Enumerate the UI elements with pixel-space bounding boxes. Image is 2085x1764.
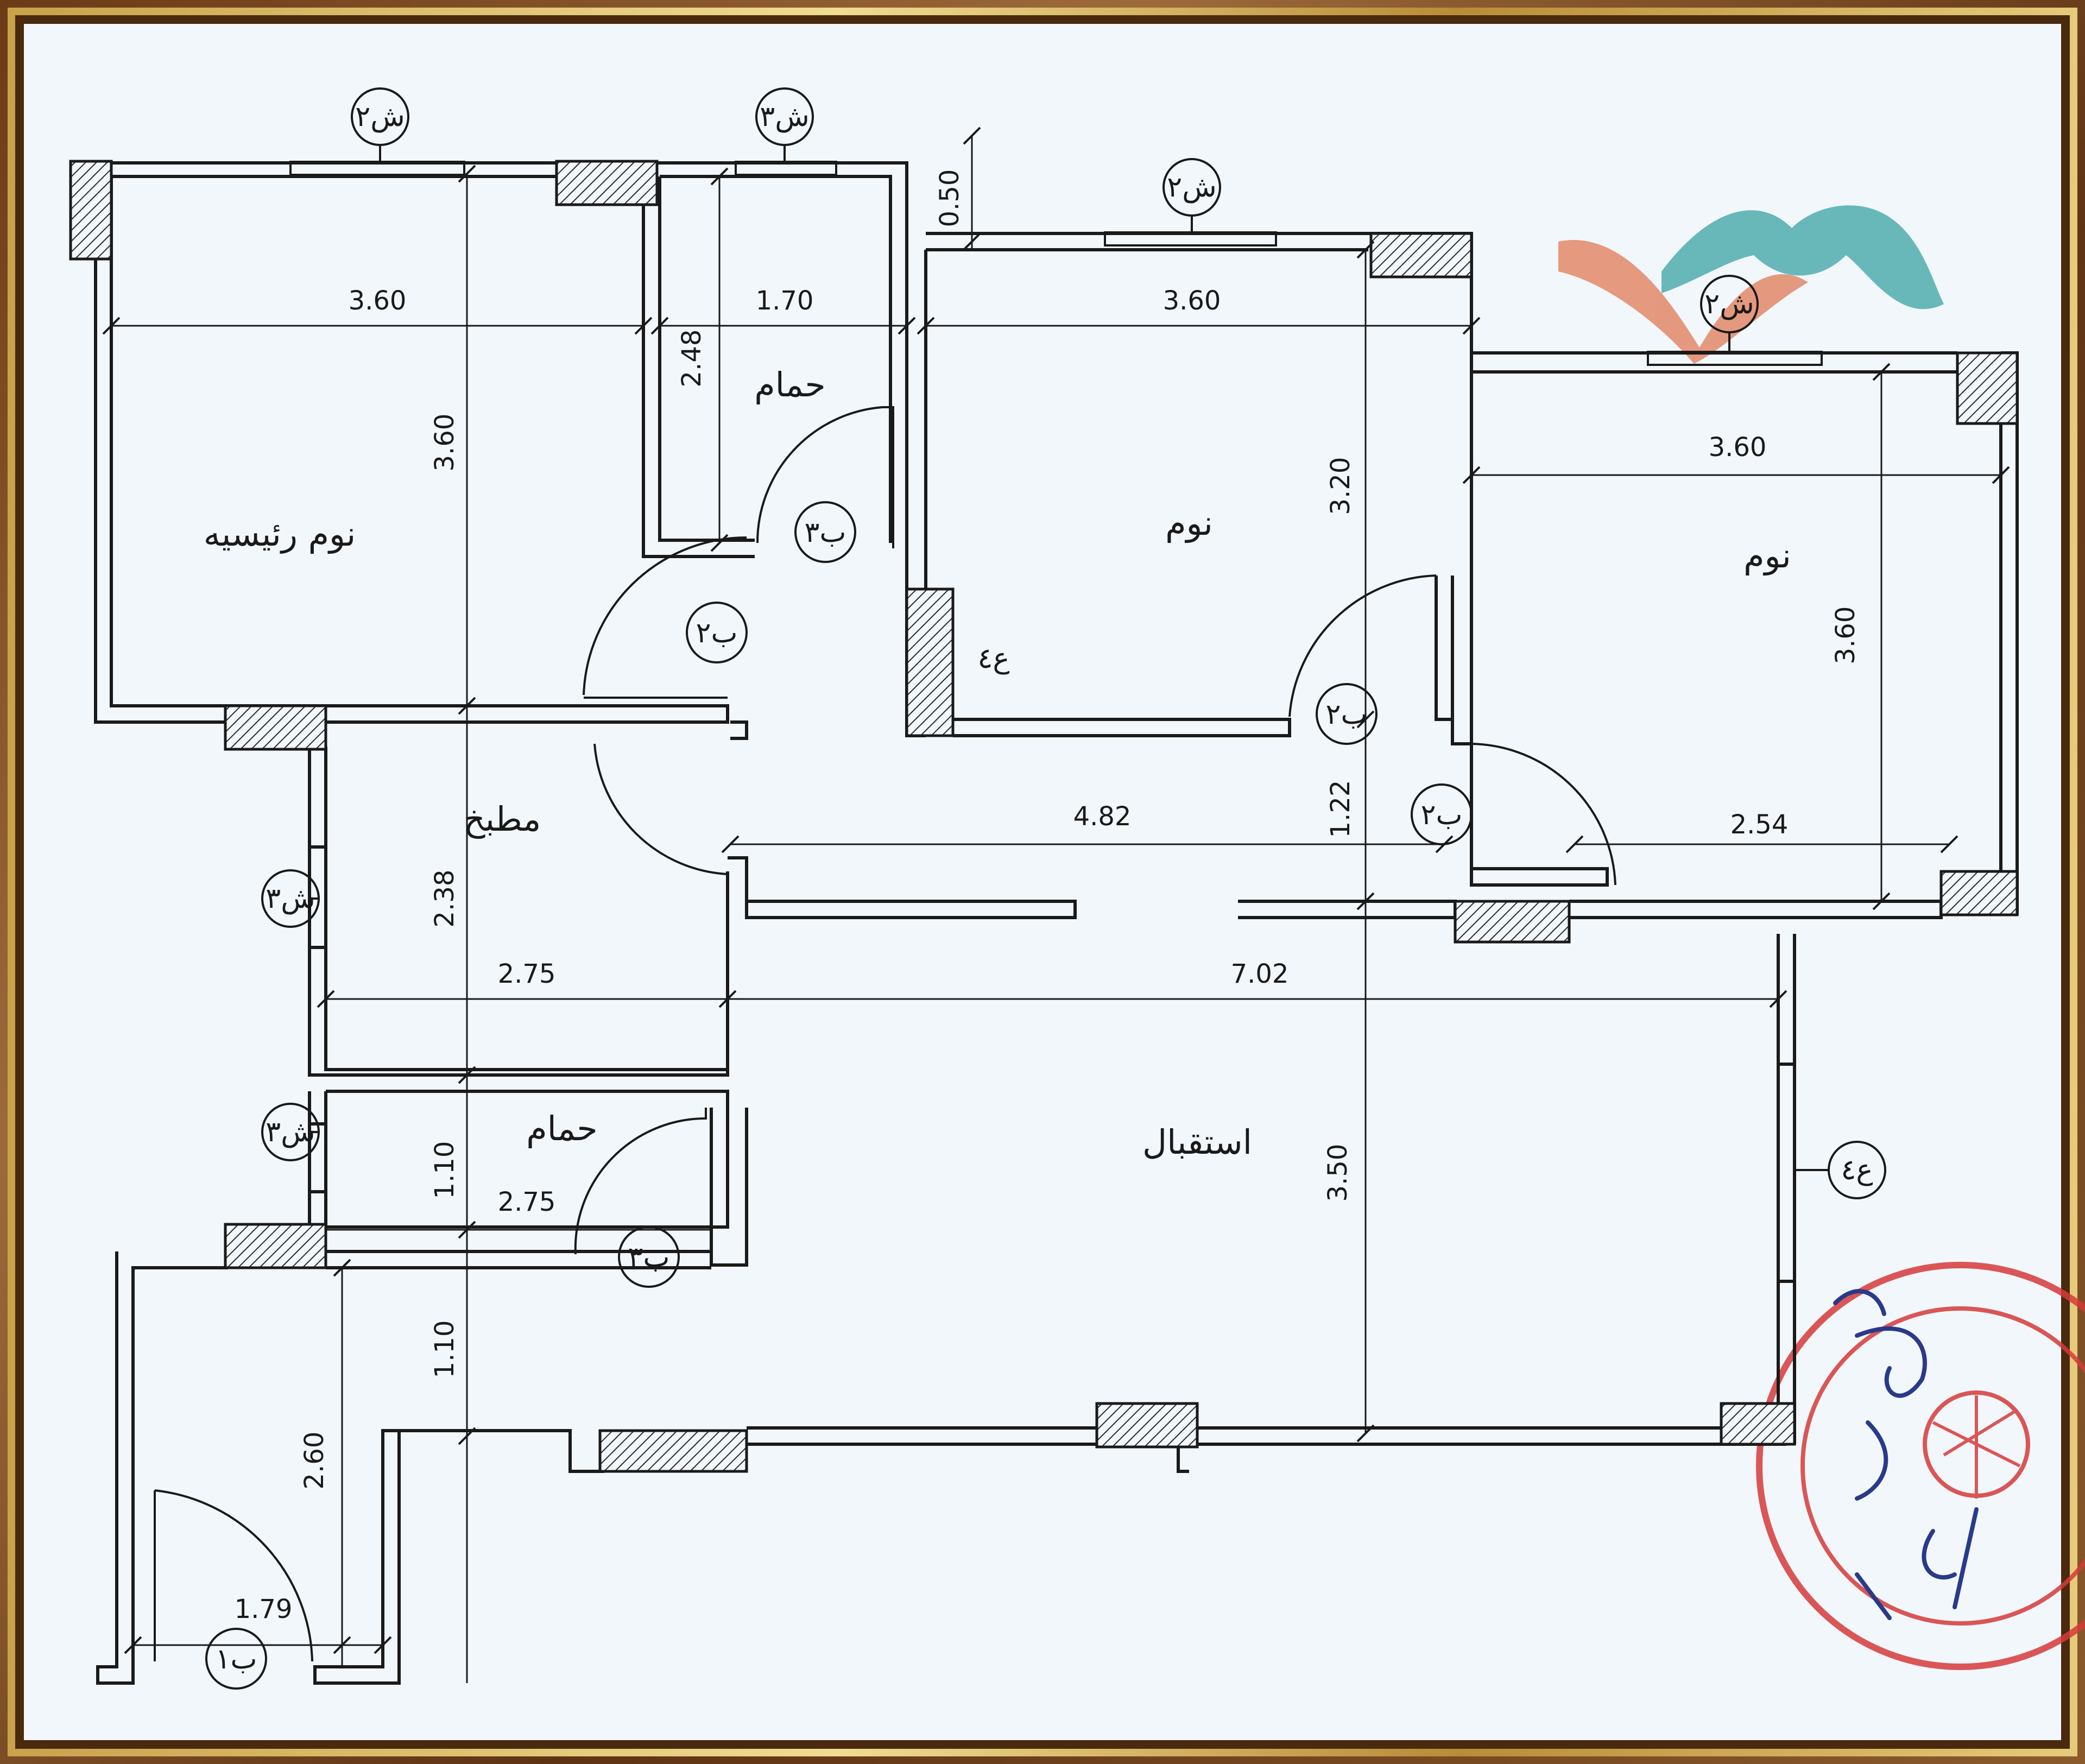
walls <box>94 161 2019 1685</box>
door-tag: ب١ <box>216 1643 257 1676</box>
window-tag: ش٢ <box>1704 288 1754 320</box>
door-tag: ب٢ <box>1326 698 1368 731</box>
door-tag: ب٢ <box>1421 799 1463 831</box>
signature <box>1833 1289 1979 1620</box>
dim-label-entrance-height: 2.60 <box>299 1432 330 1490</box>
logo-orange-shape <box>1558 240 1808 364</box>
door-tag: ب٣ <box>628 1241 670 1274</box>
dim-label-bath-lower-height: 1.10 <box>429 1141 460 1199</box>
dim-label-offset: 0.50 <box>934 169 965 227</box>
door-tag: ب٣ <box>805 516 846 549</box>
room-label-bath-lower: حمام <box>526 1109 597 1148</box>
dim-label-kitchen-width: 2.75 <box>498 959 556 989</box>
red-stamp <box>1756 1262 2085 1670</box>
door-swings <box>154 406 1616 1662</box>
watermark-logo <box>1558 205 1944 364</box>
window-tag: ش٣ <box>266 1116 315 1148</box>
dim-label-corridor-right: 2.54 <box>1730 810 1789 840</box>
opening-tag: ع٤ <box>978 642 1010 675</box>
room-label-bedroom-middle: نوم <box>1165 503 1213 543</box>
dim-label-entrance-width: 1.79 <box>235 1594 293 1624</box>
room-label-kitchen: مطبخ <box>464 799 541 839</box>
dim-label-entrance-gap: 1.10 <box>429 1320 460 1379</box>
dimension-lines <box>111 136 2001 1683</box>
window-tag: ش٢ <box>355 100 405 133</box>
room-label-bath-top: حمام <box>754 365 825 404</box>
dim-label-bath-lower-width: 2.75 <box>498 1187 556 1217</box>
dim-label-kitchen-height: 2.38 <box>429 870 460 928</box>
room-label-master-bedroom: نوم رئيسيه <box>204 514 356 554</box>
dim-label-master-width: 3.60 <box>349 286 407 316</box>
dim-label-mid-bedroom-width: 3.60 <box>1163 286 1221 316</box>
dim-label-right-bedroom-width: 3.60 <box>1709 432 1767 463</box>
logo-teal-shape <box>1661 205 1944 309</box>
window-tag: ش٢ <box>1167 171 1216 204</box>
room-label-bedroom-right: نوم <box>1743 536 1791 576</box>
door-tag: ب٢ <box>696 617 738 649</box>
dim-label-right-bedroom-height: 3.60 <box>1830 606 1861 665</box>
dim-label-corridor-width: 1.22 <box>1325 780 1356 838</box>
dim-label-reception-height: 3.50 <box>1323 1144 1353 1202</box>
tag-circles <box>205 87 1886 1690</box>
dimension-ticks <box>102 127 2010 1654</box>
columns <box>69 160 2019 1473</box>
dim-label-bath-height: 2.48 <box>677 330 707 388</box>
window-tag: ش٣ <box>266 882 315 915</box>
drawing-sheet <box>24 24 2061 1740</box>
dim-label-master-height: 3.60 <box>429 414 460 472</box>
room-label-reception: استقبال <box>1142 1122 1252 1162</box>
windows <box>289 161 1823 1282</box>
dim-label-corridor-length: 4.82 <box>1073 801 1132 832</box>
window-tag: ش٣ <box>760 100 809 133</box>
dim-label-reception-width: 7.02 <box>1231 959 1289 989</box>
dim-label-mid-bedroom-height: 3.20 <box>1325 457 1356 515</box>
dim-label-bath-width: 1.70 <box>756 286 814 316</box>
opening-tag: ع٤ <box>1841 1154 1873 1186</box>
